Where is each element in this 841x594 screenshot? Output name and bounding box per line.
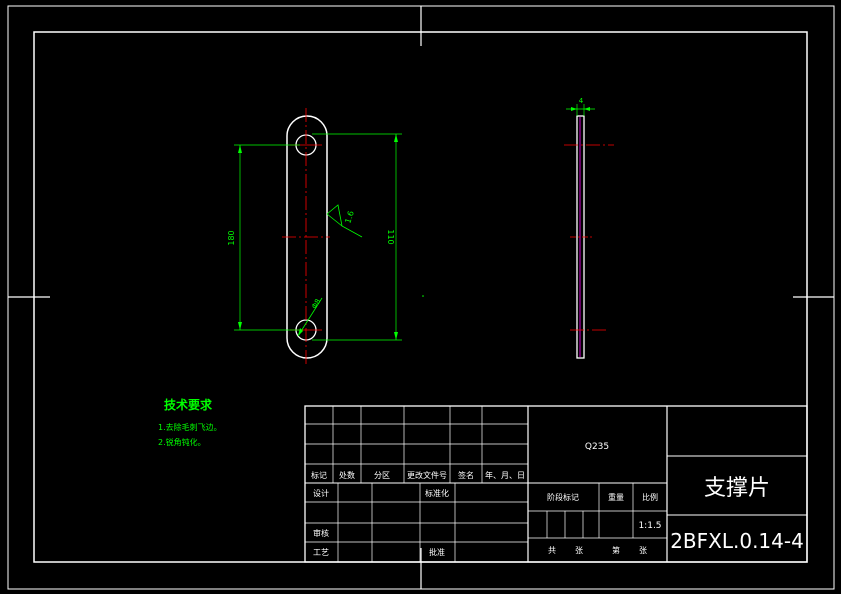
- hole-leader: [297, 297, 323, 337]
- dim-arrow: [571, 107, 577, 111]
- material-text: Q235: [585, 442, 609, 452]
- label-zone: 分区: [374, 471, 390, 480]
- dim-arrow: [394, 332, 398, 340]
- part-name: 支撑片: [704, 476, 770, 501]
- label-process: 工艺: [313, 548, 329, 557]
- tech-requirements: 技术要求 1.去除毛刺飞边。 2.锐角钝化。: [158, 397, 222, 447]
- roughness-symbol: [326, 204, 363, 238]
- thickness-text: 4: [579, 97, 584, 105]
- label-approve: 批准: [429, 547, 445, 557]
- tech-req-item: 2.锐角钝化。: [158, 437, 206, 447]
- dim-arrow: [298, 328, 303, 336]
- label-date: 年、月、日: [485, 470, 525, 480]
- tech-req-item: 1.去除毛刺飞边。: [158, 422, 222, 432]
- dim-text-right: 110: [386, 229, 395, 244]
- label-sign: 签名: [458, 470, 474, 480]
- roughness-leader: [326, 213, 343, 227]
- label-stage-mark: 阶段标记: [547, 492, 579, 502]
- label-count: 处数: [339, 470, 355, 480]
- dim-arrow: [584, 107, 590, 111]
- label-weight: 重量: [608, 492, 624, 502]
- sheet-border: [7, 5, 835, 590]
- front-view: 180 110 1.6 Φ8: [227, 108, 424, 365]
- label-ratio: 比例: [642, 492, 658, 502]
- label-sheet-unit: 张: [575, 546, 583, 555]
- dim-arrow: [238, 145, 242, 153]
- label-standardize: 标准化: [425, 488, 449, 498]
- label-sheet-unit2: 张: [639, 546, 647, 555]
- label-total: 共: [548, 546, 556, 555]
- label-nth: 第: [612, 545, 620, 555]
- dim-arrow: [238, 322, 242, 330]
- dim-text-left: 180: [227, 230, 236, 245]
- hole-diameter-text: Φ8: [310, 298, 322, 311]
- side-view: 4: [564, 97, 614, 359]
- tech-req-title: 技术要求: [164, 397, 213, 412]
- label-design: 设计: [313, 488, 329, 498]
- stray-point: [422, 295, 424, 297]
- title-block-border: [304, 405, 808, 563]
- label-change-doc: 更改文件号: [407, 470, 447, 480]
- roughness-value: 1.6: [343, 210, 355, 225]
- title-block-text: 标记 处数 分区 更改文件号 签名 年、月、日 设计 标准化 审核 工艺 批准 …: [311, 442, 804, 557]
- drawing-number: 2BFXL.0.14-4: [670, 529, 804, 553]
- label-mark: 标记: [311, 470, 327, 480]
- title-block: [304, 405, 808, 563]
- label-review: 审核: [313, 528, 329, 538]
- dim-arrow: [394, 134, 398, 142]
- scale-value: 1:1.5: [638, 521, 661, 531]
